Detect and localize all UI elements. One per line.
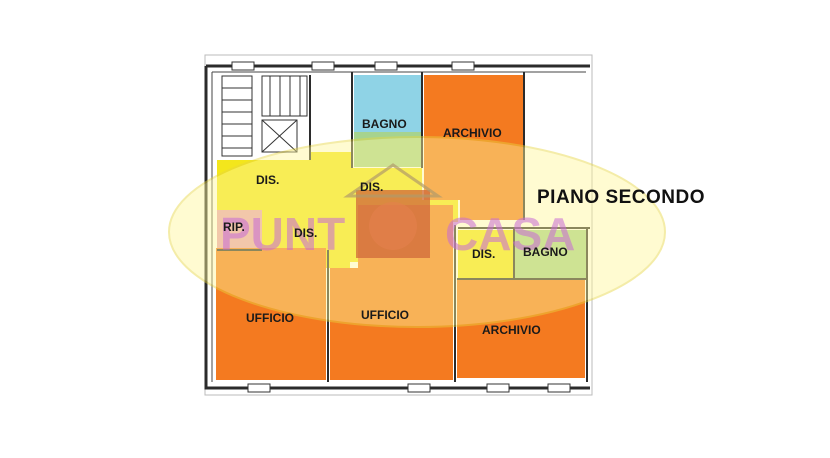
windows	[231, 61, 571, 393]
room-dis-right	[458, 230, 513, 278]
room-ufficio-center	[330, 268, 453, 380]
label-dis-right: DIS.	[472, 247, 495, 261]
label-bagno-right: BAGNO	[523, 245, 568, 259]
room-archivio-top	[424, 75, 523, 220]
room-labels: BAGNO ARCHIVIO DIS. DIS. RIP. DIS. DIS. …	[223, 117, 568, 337]
label-ufficio-center: UFFICIO	[361, 308, 409, 322]
staircase	[221, 75, 308, 157]
room-ufficio-left	[216, 248, 326, 380]
interior-walls	[217, 72, 590, 382]
watermark-right-text: CASA	[445, 208, 575, 260]
label-dis-lower: DIS.	[294, 226, 317, 240]
floor-title: PIANO SECONDO	[537, 187, 705, 208]
watermark-circle-icon	[369, 202, 417, 250]
label-archivio-top: ARCHIVIO	[443, 126, 502, 140]
room-dis-left	[217, 152, 458, 268]
label-archivio-bottom: ARCHIVIO	[482, 323, 541, 337]
room-bagno-right	[515, 230, 587, 278]
watermark: PUNT CASA	[168, 136, 666, 328]
watermark-roof-icon	[343, 163, 443, 198]
label-dis-left: DIS.	[256, 173, 279, 187]
label-ufficio-left: UFFICIO	[246, 311, 294, 325]
room-archivio-bottom	[457, 280, 585, 378]
label-bagno-top: BAGNO	[362, 117, 407, 131]
label-rip: RIP.	[223, 220, 245, 234]
room-rip	[217, 210, 262, 250]
watermark-left-text: PUNT	[220, 208, 345, 260]
label-dis-center: DIS.	[360, 180, 383, 194]
